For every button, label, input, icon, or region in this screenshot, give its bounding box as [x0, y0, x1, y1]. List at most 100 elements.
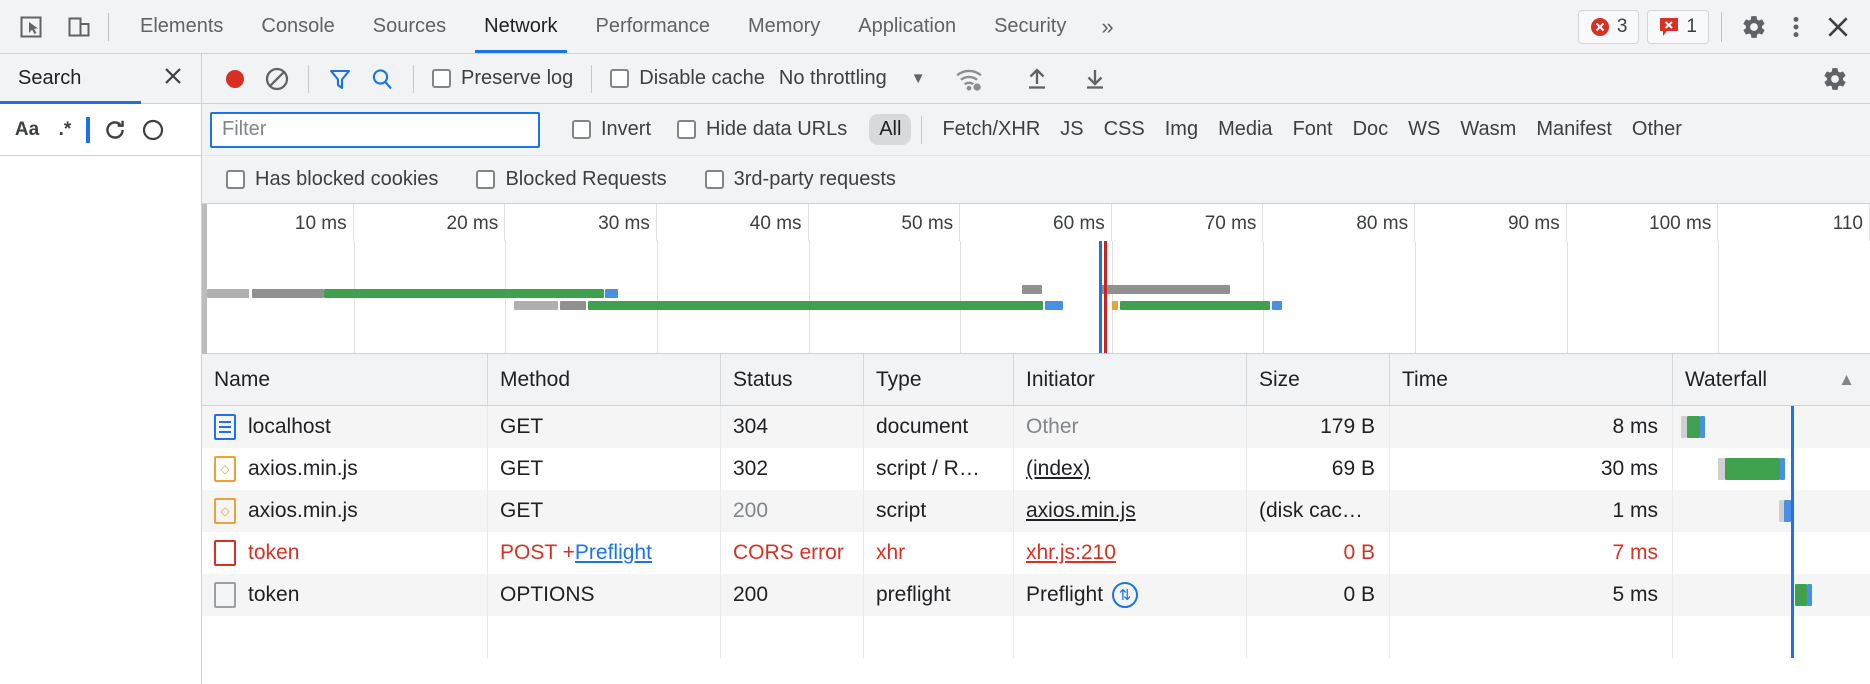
- preserve-log-label: Preserve log: [461, 67, 574, 89]
- initiator-link[interactable]: (index): [1026, 457, 1091, 480]
- type-filter-other[interactable]: Other: [1631, 118, 1682, 140]
- column-header-method[interactable]: Method: [488, 354, 721, 405]
- type-filter-manifest[interactable]: Manifest: [1536, 118, 1612, 140]
- request-name-label: token: [248, 583, 300, 606]
- cell-size: 0 B: [1247, 532, 1390, 574]
- overview-request-bar: [1120, 301, 1270, 310]
- cell-name: localhost: [202, 406, 488, 448]
- has-blocked-cookies-checkbox[interactable]: Has blocked cookies: [218, 168, 446, 191]
- overview-event-line: [1099, 241, 1102, 353]
- tab-performance[interactable]: Performance: [577, 0, 730, 53]
- disable-cache-checkbox[interactable]: Disable cache: [602, 67, 773, 90]
- column-header-type[interactable]: Type: [864, 354, 1014, 405]
- type-filter-ws[interactable]: WS: [1408, 118, 1441, 140]
- gear-icon[interactable]: [1734, 7, 1774, 47]
- type-filter-fetch-xhr[interactable]: Fetch/XHR: [942, 118, 1041, 140]
- search-icon[interactable]: [361, 58, 403, 100]
- preserve-log-checkbox[interactable]: Preserve log: [424, 67, 581, 90]
- blocked-requests-label: Blocked Requests: [505, 168, 667, 190]
- column-header-label: Time: [1402, 367, 1448, 391]
- third-party-requests-label: 3rd-party requests: [733, 168, 896, 190]
- error-count-badge[interactable]: 3: [1577, 9, 1640, 44]
- column-header-initiator[interactable]: Initiator: [1014, 354, 1247, 405]
- request-name-label: axios.min.js: [248, 457, 358, 480]
- overview-request-bar: [560, 301, 586, 310]
- more-options-icon[interactable]: [1776, 7, 1816, 47]
- empty-cell: [1247, 616, 1390, 658]
- throttling-select[interactable]: No throttling ▼: [773, 67, 926, 90]
- toolbar-divider-2: [413, 64, 414, 93]
- type-filter-font[interactable]: Font: [1292, 118, 1333, 140]
- column-header-status[interactable]: Status: [721, 354, 864, 405]
- type-filter-js[interactable]: JS: [1060, 118, 1084, 140]
- tab-elements[interactable]: Elements: [121, 0, 242, 53]
- overview-tick-label: 100 ms: [1649, 213, 1712, 234]
- clear-search-icon[interactable]: [136, 113, 170, 147]
- search-input[interactable]: [86, 116, 94, 143]
- tab-sources[interactable]: Sources: [354, 0, 465, 53]
- initiator-link[interactable]: axios.min.js: [1026, 499, 1136, 522]
- type-filter-doc[interactable]: Doc: [1352, 118, 1389, 140]
- export-har-icon[interactable]: [1074, 58, 1116, 100]
- checkbox-box: [677, 120, 697, 139]
- close-icon[interactable]: [161, 64, 185, 93]
- match-case-button[interactable]: Aa: [14, 118, 40, 140]
- type-filter-img[interactable]: Img: [1164, 118, 1199, 140]
- column-header-size[interactable]: Size: [1247, 354, 1390, 405]
- column-header-time[interactable]: Time: [1390, 354, 1673, 405]
- import-har-icon[interactable]: [1016, 58, 1058, 100]
- tab-application[interactable]: Application: [839, 0, 975, 53]
- blocked-requests-checkbox[interactable]: Blocked Requests: [468, 168, 674, 191]
- cell-status: CORS error: [721, 532, 864, 574]
- hide-data-urls-checkbox[interactable]: Hide data URLs: [669, 118, 855, 141]
- inspect-element-icon[interactable]: [14, 10, 48, 44]
- initiator-label: Preflight: [1026, 583, 1104, 606]
- cell-method: GET: [488, 448, 721, 490]
- devtools-body: Search Aa .*: [0, 54, 1870, 684]
- has-blocked-cookies-label: Has blocked cookies: [255, 168, 439, 190]
- filter-funnel-icon[interactable]: [319, 58, 361, 100]
- network-settings-gear-icon[interactable]: [1814, 58, 1856, 100]
- cell-initiator: Other: [1014, 406, 1247, 448]
- third-party-requests-checkbox[interactable]: 3rd-party requests: [697, 168, 904, 191]
- type-filter-all[interactable]: All: [869, 114, 912, 145]
- tab-network[interactable]: Network: [465, 0, 576, 53]
- overview-tick: 40 ms: [657, 204, 809, 241]
- filter-input[interactable]: [210, 111, 540, 148]
- overview-gridline: [1718, 241, 1720, 353]
- invert-checkbox[interactable]: Invert: [564, 118, 659, 141]
- waterfall-bar: [1700, 416, 1705, 438]
- tab-security[interactable]: Security: [975, 0, 1085, 53]
- clear-button[interactable]: [256, 58, 298, 100]
- tab-label: Network: [484, 15, 558, 37]
- cell-waterfall: [1673, 448, 1870, 490]
- column-header-label: Type: [876, 367, 922, 391]
- regex-button[interactable]: .*: [58, 118, 72, 140]
- cell-type: xhr: [864, 532, 1014, 574]
- overview-request-bar: [1045, 301, 1063, 310]
- more-tabs-button[interactable]: »: [1085, 0, 1129, 53]
- type-filter-css[interactable]: CSS: [1103, 118, 1145, 140]
- device-toolbar-icon[interactable]: [62, 10, 96, 44]
- close-icon[interactable]: [1818, 7, 1858, 47]
- tab-console[interactable]: Console: [242, 0, 353, 53]
- column-header-name[interactable]: Name: [202, 354, 488, 405]
- issue-count-badge[interactable]: 1: [1647, 9, 1709, 44]
- column-header-waterfall[interactable]: Waterfall▲: [1673, 354, 1869, 405]
- type-filter-wasm[interactable]: Wasm: [1460, 118, 1517, 140]
- network-conditions-icon[interactable]: [948, 58, 990, 100]
- preflight-link[interactable]: Preflight: [574, 541, 652, 564]
- initiator-link[interactable]: xhr.js:210: [1026, 541, 1116, 564]
- type-filter-media[interactable]: Media: [1218, 118, 1273, 140]
- refresh-icon[interactable]: [98, 113, 132, 147]
- tab-memory[interactable]: Memory: [729, 0, 839, 53]
- cell-status: 304: [721, 406, 864, 448]
- overview-left-handle[interactable]: [202, 204, 207, 354]
- record-button[interactable]: [214, 58, 256, 100]
